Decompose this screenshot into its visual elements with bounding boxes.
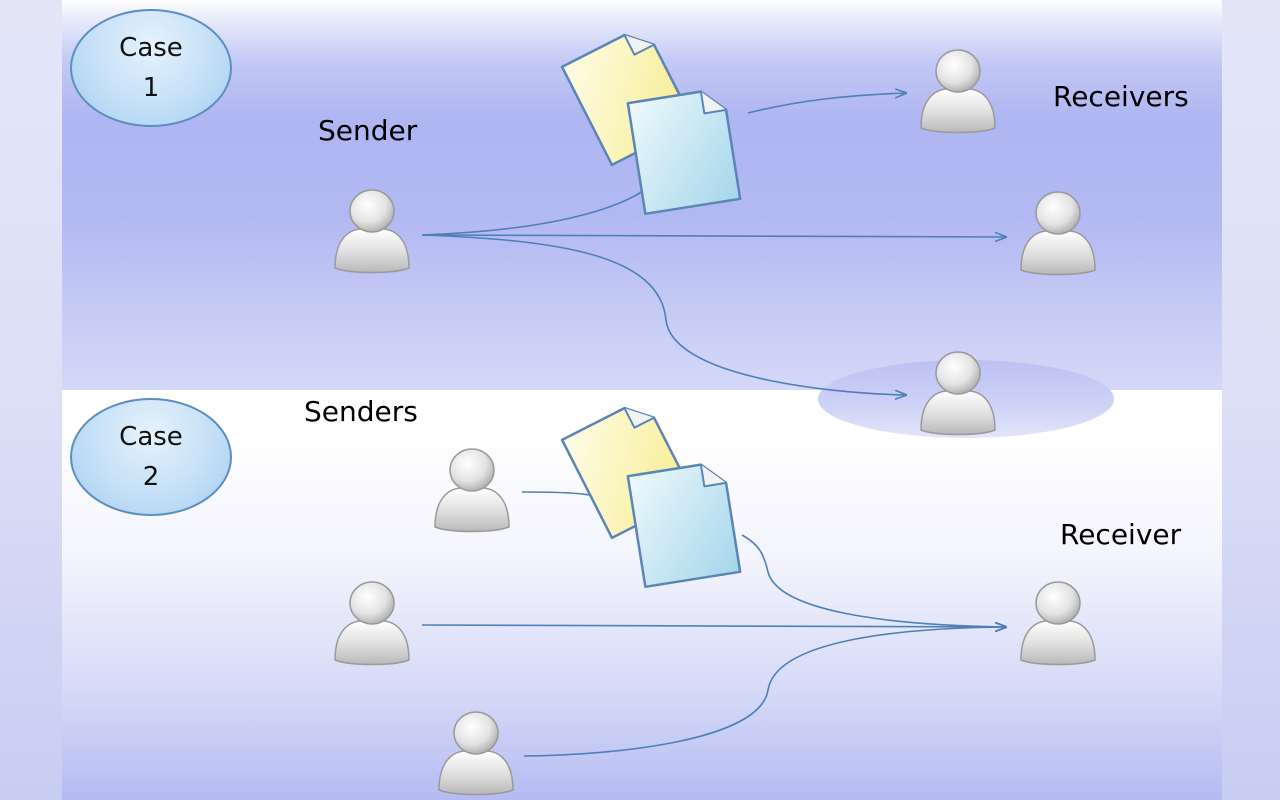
document-icon (560, 396, 742, 589)
case2-title: Case (119, 422, 183, 452)
sender-user-icon-bottom (438, 711, 514, 796)
arrow-to-receiver-middle (421, 235, 1006, 237)
arrow-sender-bottom-to-receiver (523, 627, 1006, 757)
receiver-user-icon (1020, 581, 1096, 666)
sender-label: Sender (318, 114, 418, 147)
case2-bubble: Case 2 (70, 398, 232, 516)
arrow-doc-to-receiver-top (747, 93, 906, 114)
arrow-sender-middle-to-receiver (421, 625, 1006, 627)
receiver-label: Receiver (1060, 518, 1182, 551)
receiver-user-icon-middle (1020, 191, 1096, 276)
case1-bubble: Case 1 (70, 9, 232, 127)
arrow-to-receiver-bottom (421, 234, 906, 395)
receiver-user-icon-top (920, 49, 996, 134)
arrow-to-receiver-top (421, 174, 661, 236)
receiver-user-icon-bottom (920, 351, 996, 436)
sender-user-icon-top (434, 448, 510, 533)
case1-title: Case (119, 33, 183, 63)
arrow-doc-to-receiver (741, 534, 1006, 627)
document-icon (560, 23, 742, 216)
sender-user-icon-middle (334, 581, 410, 666)
receivers-label: Receivers (1053, 80, 1189, 113)
sender-user-icon (334, 189, 410, 274)
case2-number: 2 (142, 462, 160, 492)
case1-number: 1 (142, 73, 160, 103)
senders-label: Senders (304, 395, 418, 428)
